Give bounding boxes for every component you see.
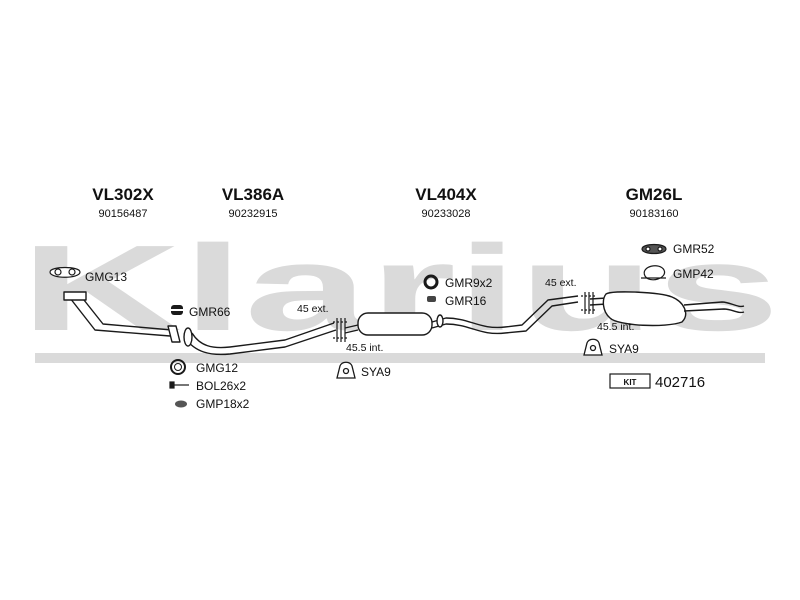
dim-left-int: 45.5 int. [346,342,383,354]
kit-number: 402716 [655,374,705,391]
dim-right-int: 45.5 int. [597,321,634,333]
clamp-gmp18x2-icon [175,400,187,408]
kit-badge: KIT [609,373,651,389]
part-label-gmr52: GMR52 [673,242,715,256]
section-number-1: 90156487 [99,208,148,220]
bracket-sya9-left-icon [336,361,356,379]
section-number-4: 90183160 [630,208,679,220]
dim-left-ext: 45 ext. [297,303,329,315]
front-pipe [63,291,181,343]
gasket-gmg13-icon [49,266,81,278]
part-label-gmp18x2: GMP18x2 [196,397,250,411]
part-label-gmp42: GMP42 [673,267,714,281]
section-code-2: VL386A [222,185,284,204]
rubber-mount-gmr66-icon [171,305,183,315]
part-label-gmg13: GMG13 [85,270,127,284]
section-number-3: 90233028 [422,208,471,220]
part-label-gmg12: GMG12 [196,361,238,375]
watermark-bar [35,353,765,363]
watermark: Klarius [20,220,780,363]
bracket-sya9-right-icon [583,338,603,356]
part-label-sya9-right: SYA9 [609,342,639,356]
section-headers: VL302X 90156487 VL386A 90232915 VL404X 9… [92,185,682,220]
intermediate-pipe [183,322,337,356]
part-label-bol26x2: BOL26x2 [196,379,246,393]
ring-gmr9x2-icon [423,274,439,290]
section-code-4: GM26L [626,185,683,204]
section-number-2: 90232915 [229,208,278,220]
ring-gasket-gmg12-icon [170,359,186,375]
rubber-mount-gmr52-icon [641,243,667,255]
centre-silencer [344,295,579,336]
dim-right-ext: 45 ext. [545,277,577,289]
part-label-sya9-left: SYA9 [361,365,391,379]
kit-label: KIT [624,378,637,387]
section-code-3: VL404X [415,185,477,204]
dimension-markers [333,292,596,342]
mount-gmr16-icon [427,296,436,302]
part-label-gmr9x2: GMR9x2 [445,276,493,290]
part-label-gmr66: GMR66 [189,305,231,319]
part-label-gmr16: GMR16 [445,294,487,308]
bolt-bol26x2-icon [169,381,189,389]
section-code-1: VL302X [92,185,154,204]
clamp-gmp42-icon [641,265,666,281]
